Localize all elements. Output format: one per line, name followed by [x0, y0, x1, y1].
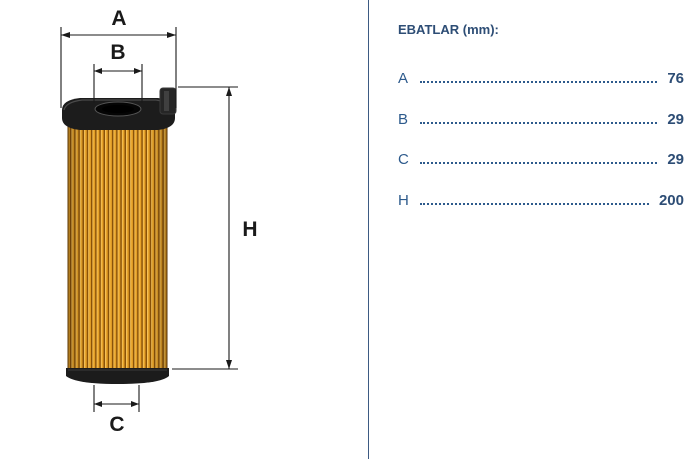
panel-divider: [368, 0, 369, 459]
dimension-b: B: [93, 41, 143, 103]
dot-leader: [420, 121, 658, 124]
top-end-cap: [62, 87, 177, 130]
spec-value: 29: [667, 111, 684, 128]
dimension-b-label: B: [110, 41, 125, 64]
spec-row-b: B 29: [398, 109, 684, 129]
filter-element: [62, 87, 177, 384]
dimension-c-label: C: [109, 413, 124, 436]
spec-value: 200: [658, 192, 684, 209]
bottom-end-cap: [66, 368, 169, 384]
spec-key: C: [398, 151, 409, 168]
dimension-a: A: [60, 7, 177, 108]
dot-leader: [420, 202, 649, 205]
dot-leader: [420, 80, 658, 83]
spec-key: H: [398, 192, 409, 209]
dimension-a-label: A: [111, 7, 126, 30]
spec-row-a: A 76: [398, 68, 684, 88]
spec-key: B: [398, 111, 409, 128]
spec-row-c: C 29: [398, 149, 684, 169]
spec-key: A: [398, 70, 409, 87]
filter-diagram: A B H C: [60, 7, 258, 436]
dimension-c: C: [93, 385, 140, 436]
dimension-h-label: H: [242, 218, 257, 241]
spec-row-h: H 200: [398, 190, 684, 210]
dot-leader: [420, 161, 658, 164]
dimension-h: H: [172, 86, 258, 370]
dimensions-panel: EBATLAR (mm): A 76 B 29 C 29 H 200: [398, 0, 688, 459]
spec-value: 29: [667, 151, 684, 168]
dimensions-title: EBATLAR (mm):: [398, 22, 499, 37]
spec-value: 76: [667, 70, 684, 87]
